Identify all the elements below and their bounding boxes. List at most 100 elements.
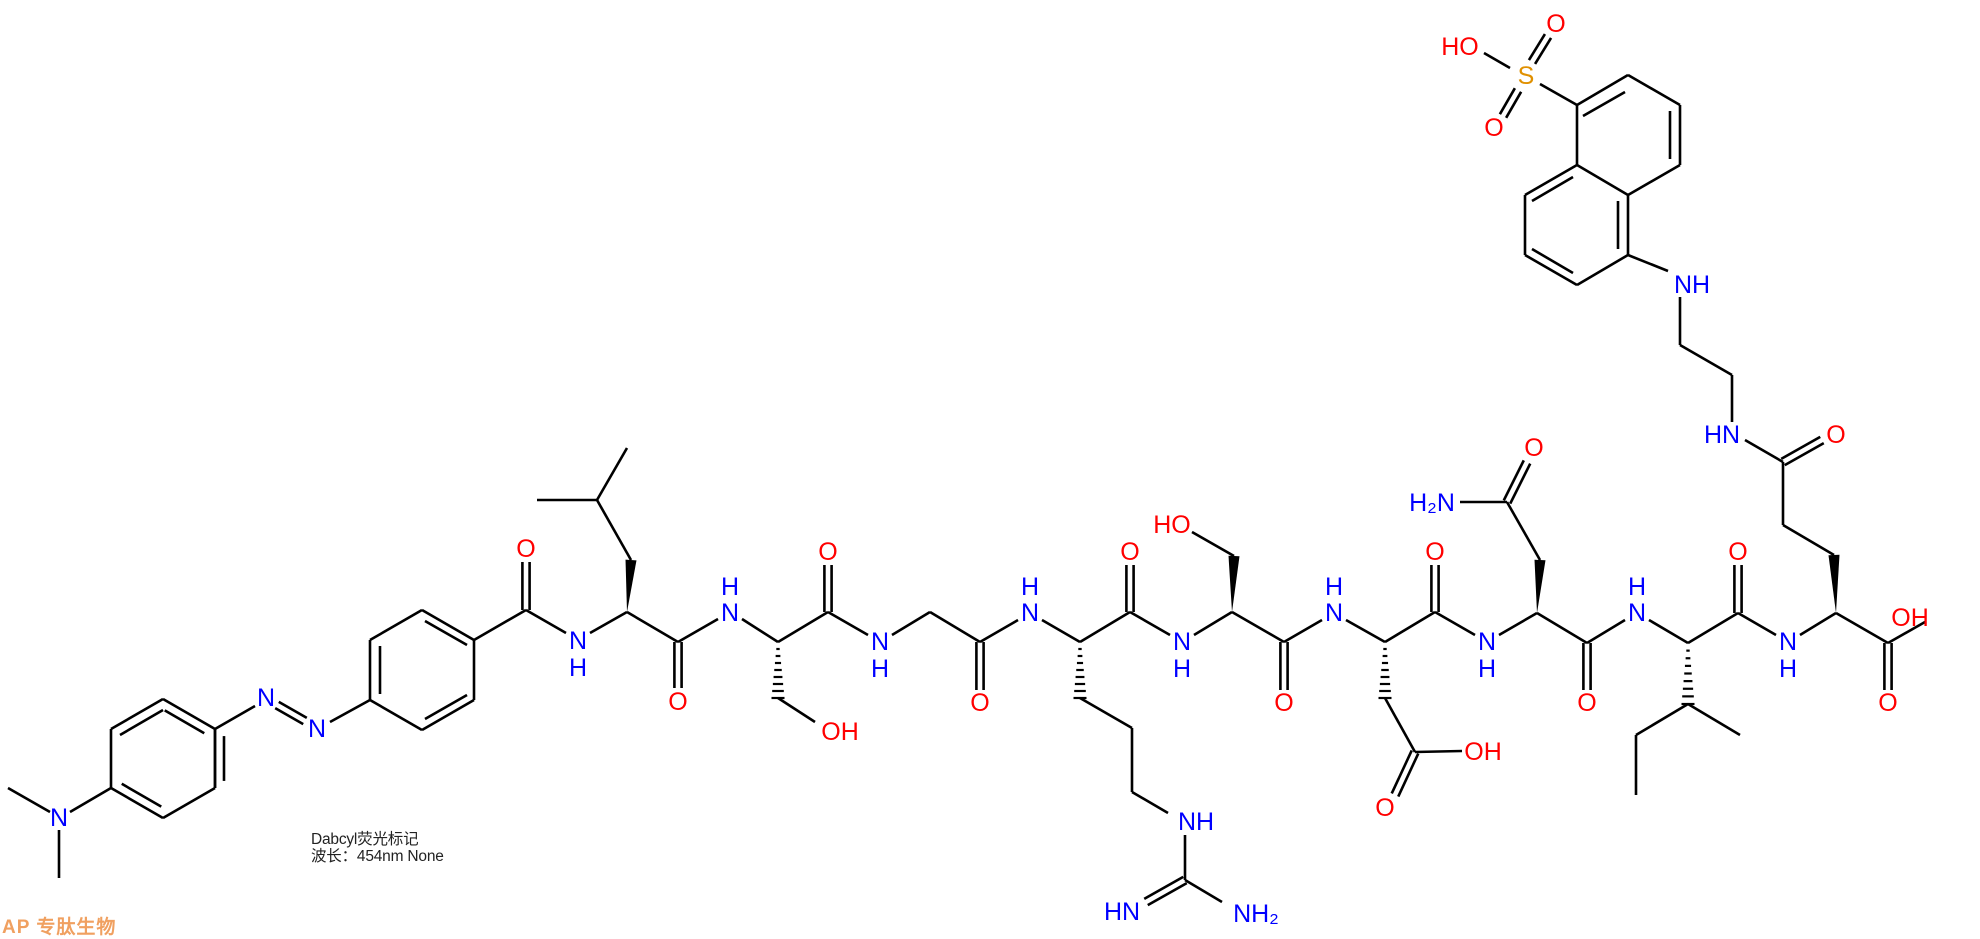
bond xyxy=(421,608,475,642)
bond xyxy=(369,608,423,642)
bond xyxy=(1784,442,1825,467)
bond xyxy=(1635,702,1689,737)
wedge-bond xyxy=(625,559,637,612)
bond xyxy=(827,610,869,637)
atom-label-n: H xyxy=(1325,573,1343,601)
atom-label-n: N xyxy=(308,715,326,743)
bond xyxy=(1129,610,1171,637)
bond xyxy=(1576,253,1629,287)
bond-layer xyxy=(7,33,1926,907)
caption-wavelength-line: 波长：454nm None xyxy=(311,848,444,865)
atom-label-n: H xyxy=(569,654,587,682)
bond xyxy=(1502,459,1525,501)
atom-label-o: O xyxy=(668,688,687,716)
bond xyxy=(1498,87,1517,115)
atom-label-n: N xyxy=(1478,628,1496,656)
caption-label-line: Dabcyl荧光标记 xyxy=(311,831,419,848)
bond xyxy=(979,618,1019,644)
atom-label-n: N xyxy=(1779,628,1797,656)
atom-label-n: H xyxy=(1021,573,1039,601)
bond xyxy=(7,786,51,814)
atom-label-n: NH xyxy=(1178,808,1214,836)
bond xyxy=(1383,697,1417,753)
bond xyxy=(1191,530,1235,558)
bond xyxy=(1384,610,1436,644)
bond xyxy=(369,698,423,732)
bond xyxy=(1414,749,1463,754)
bond xyxy=(110,697,164,731)
bond xyxy=(1184,878,1223,904)
bond xyxy=(929,610,981,644)
atom-label-n: N xyxy=(257,684,275,712)
bond xyxy=(1345,618,1386,644)
bond xyxy=(1536,611,1588,645)
atom-label-n: HN xyxy=(1104,898,1140,926)
bond xyxy=(1231,610,1285,644)
bond xyxy=(1041,618,1081,644)
bond xyxy=(274,706,304,726)
atom-label-n: H xyxy=(1628,573,1646,601)
wedge-bond xyxy=(1534,559,1546,613)
atom-label-n: N xyxy=(1628,599,1646,627)
fluorescent-label-caption: Dabcyl荧光标记 波长：454nm None xyxy=(311,831,444,865)
atom-label-n: H₂N xyxy=(1409,489,1455,517)
atom-label-o: OH xyxy=(1891,604,1929,632)
bond xyxy=(891,610,931,637)
bond xyxy=(1131,790,1169,815)
bond xyxy=(424,619,468,647)
bond xyxy=(1531,175,1574,203)
atom-label-o: O xyxy=(970,689,989,717)
bond xyxy=(164,709,205,735)
atom-label-n: H xyxy=(1779,655,1797,683)
bond xyxy=(1193,610,1233,637)
bond xyxy=(424,693,468,721)
atom-label-n: N xyxy=(569,627,587,655)
bond xyxy=(589,610,628,635)
bond xyxy=(1576,163,1629,197)
bond xyxy=(121,782,162,808)
bond xyxy=(69,786,112,814)
atom-label-o: O xyxy=(1484,114,1503,142)
bond xyxy=(1780,435,1821,460)
bond xyxy=(329,698,371,724)
bond xyxy=(473,608,527,642)
bond xyxy=(595,447,629,501)
atom-label-n: N xyxy=(721,599,739,627)
bond xyxy=(214,704,256,731)
bond xyxy=(1687,611,1739,645)
company-watermark-logo: AP 专肽生物 xyxy=(2,917,117,938)
atom-label-n: H xyxy=(1173,655,1191,683)
bond xyxy=(1582,90,1626,118)
atom-label-n: N xyxy=(1325,599,1343,627)
atom-label-n: N xyxy=(50,804,68,832)
atom-label-o: O xyxy=(1375,794,1394,822)
bond xyxy=(626,610,679,644)
atom-label-o: O xyxy=(1577,689,1596,717)
bond xyxy=(1687,702,1741,737)
atom-label-n: N xyxy=(871,628,889,656)
atom-label-n: N xyxy=(1173,628,1191,656)
bond xyxy=(1627,73,1681,107)
atom-label-o: O xyxy=(818,538,837,566)
bond xyxy=(1524,163,1578,197)
bond xyxy=(1390,749,1413,795)
bond xyxy=(1504,91,1523,119)
bond xyxy=(1434,610,1476,637)
bond xyxy=(1143,875,1184,900)
atom-label-n: HN xyxy=(1704,421,1740,449)
bond xyxy=(119,708,164,737)
bond xyxy=(1586,618,1626,645)
bond xyxy=(1498,611,1538,637)
atom-label-o: O xyxy=(1274,689,1293,717)
wedge-bond xyxy=(1228,555,1240,612)
atom-label-o: O xyxy=(516,535,535,563)
bond xyxy=(1835,611,1889,645)
atom-label-s: S xyxy=(1518,62,1535,90)
bond xyxy=(677,617,719,644)
bond xyxy=(1744,438,1784,464)
bond xyxy=(1679,343,1733,377)
atom-label-n: NH₂ xyxy=(1233,900,1279,928)
atom-label-o: O xyxy=(1728,538,1747,566)
